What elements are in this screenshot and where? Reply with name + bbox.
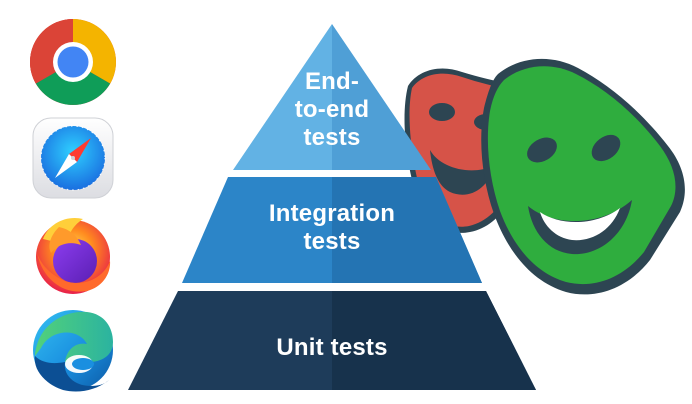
pyramid-tier-end-to-end: [233, 24, 431, 170]
edge-icon: [33, 310, 113, 392]
test-pyramid: [128, 24, 536, 390]
integration-tests-label: Integration tests: [232, 200, 432, 256]
label-line: End-: [304, 68, 360, 95]
firefox-icon: [36, 217, 111, 294]
chrome-icon: [30, 19, 116, 105]
safari-icon: [32, 117, 114, 199]
label-line: tests: [303, 228, 361, 255]
label-line: tests: [303, 124, 361, 151]
green-mask-icon: [481, 58, 685, 295]
unit-tests-label: Unit tests: [232, 334, 432, 362]
label-line: Unit tests: [276, 334, 388, 361]
label-line: to-end: [294, 96, 370, 123]
pyramid-tier-unit: [128, 291, 536, 390]
pyramid-tier-integration: [182, 177, 482, 283]
label-line: Integration: [268, 200, 396, 227]
end-to-end-tests-label: End- to-end tests: [282, 68, 382, 152]
